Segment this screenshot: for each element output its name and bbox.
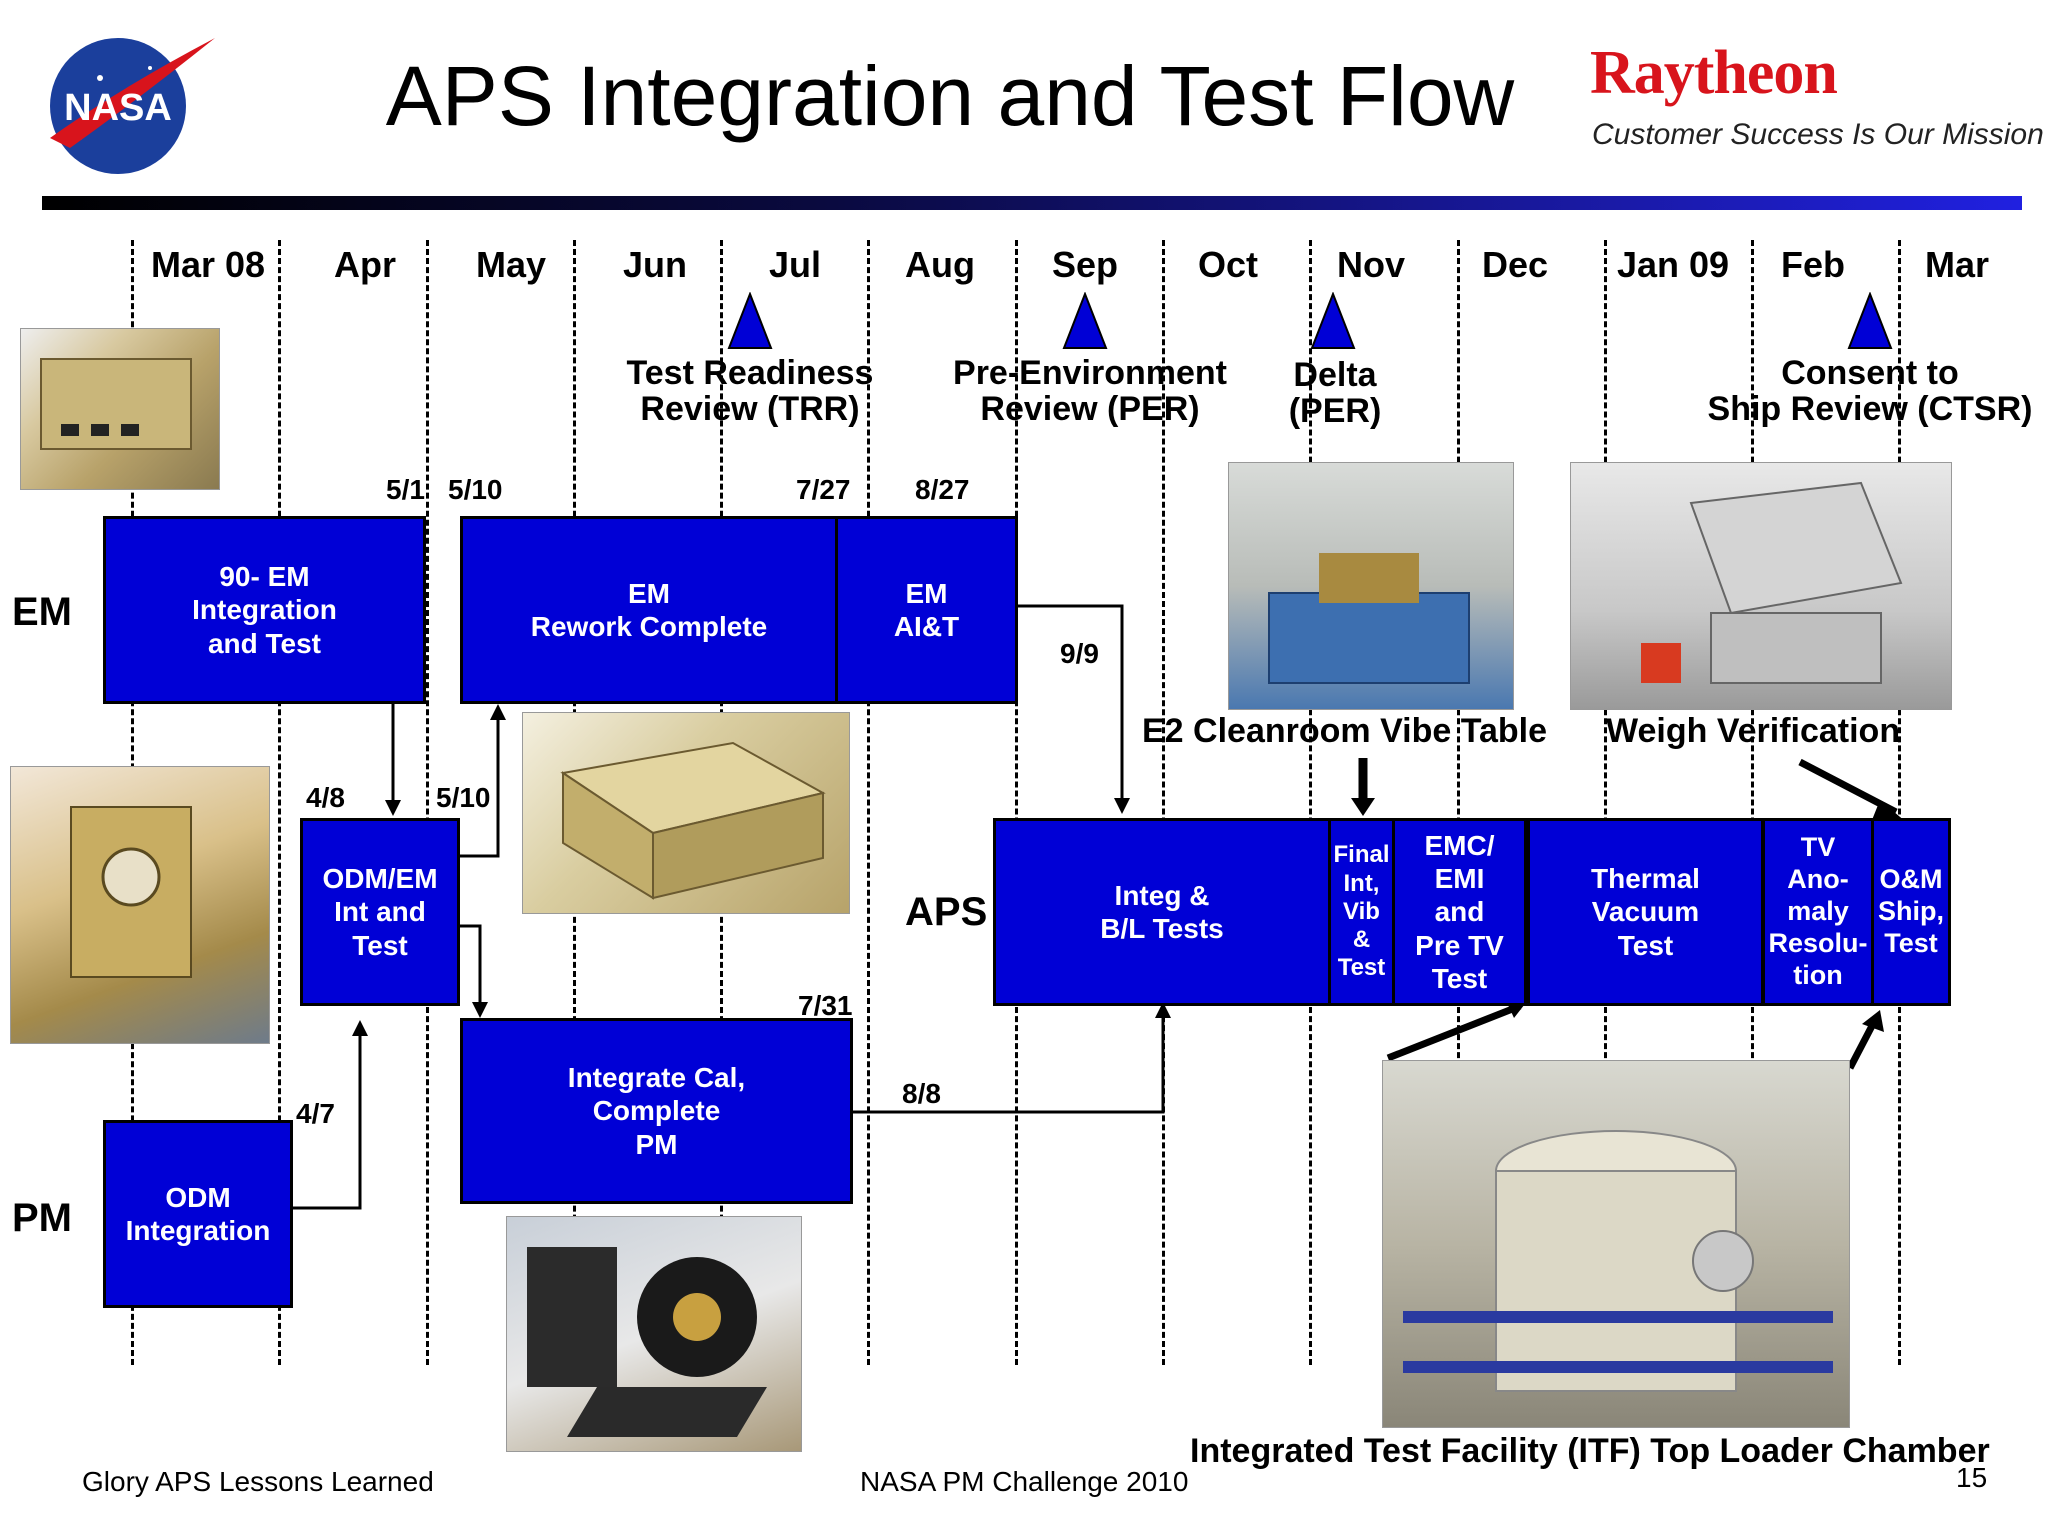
month-mar08: Mar 08	[150, 244, 266, 285]
month-divider	[1751, 240, 1754, 1365]
caption-weigh-verification: Weigh Verification	[1606, 712, 1901, 750]
month-jun: Jun	[622, 244, 687, 285]
box-integ-bl-tests: Integ & B/L Tests	[993, 818, 1331, 1006]
month-divider	[1309, 240, 1312, 1365]
photo-vibe-graphic	[1268, 553, 1470, 684]
row-label-pm: PM	[12, 1196, 72, 1240]
month-aug: Aug	[905, 244, 975, 285]
photo-itf-chamber	[1382, 1060, 1850, 1428]
month-divider	[1457, 240, 1460, 1365]
footer-center: NASA PM Challenge 2010	[860, 1466, 1189, 1497]
month-dec: Dec	[1481, 244, 1549, 285]
month-divider	[1604, 240, 1607, 1365]
month-divider	[1898, 240, 1901, 1365]
photo-vibe-table	[1228, 462, 1514, 710]
box-em-ait: EM AI&T	[835, 516, 1018, 704]
photo-odm-graphic	[70, 806, 192, 978]
caption-vibe-table: E2 Cleanroom Vibe Table	[1142, 712, 1547, 750]
page-number: 15	[1956, 1462, 1988, 1493]
photo-em-unit	[20, 328, 220, 490]
month-divider	[278, 240, 281, 1365]
milestone-triangle-per	[1062, 292, 1108, 349]
month-sep: Sep	[1051, 244, 1119, 285]
box-em-rework-complete: EM Rework Complete	[460, 516, 838, 704]
month-jul: Jul	[768, 244, 821, 285]
milestone-triangle-ctsr	[1847, 292, 1893, 349]
date-label: 8/27	[915, 474, 970, 505]
photo-itf-graphic	[1403, 1130, 1833, 1392]
box-thermal-vacuum: Thermal Vacuum Test	[1527, 818, 1764, 1006]
header-divider	[42, 196, 2022, 210]
box-integrate-cal: Integrate Cal, Complete PM	[460, 1018, 853, 1204]
box-om-ship-test: O&M Ship, Test	[1871, 818, 1951, 1006]
milestone-triangle-trr	[727, 292, 773, 349]
box-final-int-vib-test: Final Int, Vib & Test	[1328, 818, 1395, 1006]
month-may: May	[475, 244, 547, 285]
photo-weigh-graphic	[1641, 481, 1903, 684]
box-odm-integration: ODM Integration	[103, 1120, 293, 1308]
row-label-em: EM	[12, 590, 72, 634]
month-nov: Nov	[1336, 244, 1405, 285]
month-feb: Feb	[1780, 244, 1845, 285]
milestone-triangle-delta-per	[1310, 292, 1356, 349]
month-oct: Oct	[1197, 244, 1258, 285]
raytheon-tagline: Customer Success Is Our Mission	[1592, 118, 2044, 151]
month-divider	[1015, 240, 1018, 1365]
box-tv-anomaly: TV Ano- maly Resolu- tion	[1762, 818, 1874, 1006]
month-divider	[867, 240, 870, 1365]
photo-pm-instrument	[506, 1216, 802, 1452]
milestone-trr-label: Test Readiness Review (TRR)	[626, 354, 874, 428]
month-divider	[426, 240, 429, 1365]
photo-em-unit-graphic	[40, 358, 192, 450]
nasa-logo: NASA	[50, 38, 215, 174]
month-mar09: Mar	[1924, 244, 1990, 285]
photo-pm-graphic	[527, 1247, 767, 1437]
photo-odm-assembly	[10, 766, 270, 1044]
box-odm-em-int-test: ODM/EM Int and Test	[300, 818, 460, 1006]
date-label: 5/10	[436, 782, 491, 813]
footer-left: Glory APS Lessons Learned	[82, 1466, 434, 1497]
date-label: 9/9	[1060, 638, 1099, 669]
milestone-delta-per-label: Delta (PER)	[1288, 356, 1382, 430]
date-label: 7/31	[798, 990, 853, 1021]
box-em-integration-test: 90- EM Integration and Test	[103, 516, 426, 704]
month-jan09: Jan 09	[1616, 244, 1730, 285]
milestone-per-label: Pre-Environment Review (PER)	[953, 354, 1227, 428]
date-label: 8/8	[902, 1078, 941, 1109]
nasa-logo-text: NASA	[64, 87, 172, 129]
date-label: 7/27	[796, 474, 851, 505]
month-divider	[1162, 240, 1165, 1365]
caption-itf-chamber: Integrated Test Facility (ITF) Top Loade…	[1190, 1432, 1990, 1470]
month-apr: Apr	[334, 244, 396, 285]
raytheon-logo: Raytheon	[1590, 39, 1838, 107]
photo-em-box-graphic	[560, 741, 826, 900]
photo-em-box	[522, 712, 850, 914]
date-label: 5/1	[386, 474, 425, 505]
milestone-ctsr-label: Consent to Ship Review (CTSR)	[1707, 354, 2033, 428]
row-label-aps: APS	[905, 890, 988, 934]
photo-weigh-verification	[1570, 462, 1952, 710]
date-label: 4/8	[306, 782, 345, 813]
box-emc-emi-pre-tv: EMC/ EMI and Pre TV Test	[1392, 818, 1527, 1006]
page-title: APS Integration and Test Flow	[385, 49, 1515, 143]
date-label: 4/7	[296, 1098, 335, 1129]
date-label: 5/10	[448, 474, 503, 505]
